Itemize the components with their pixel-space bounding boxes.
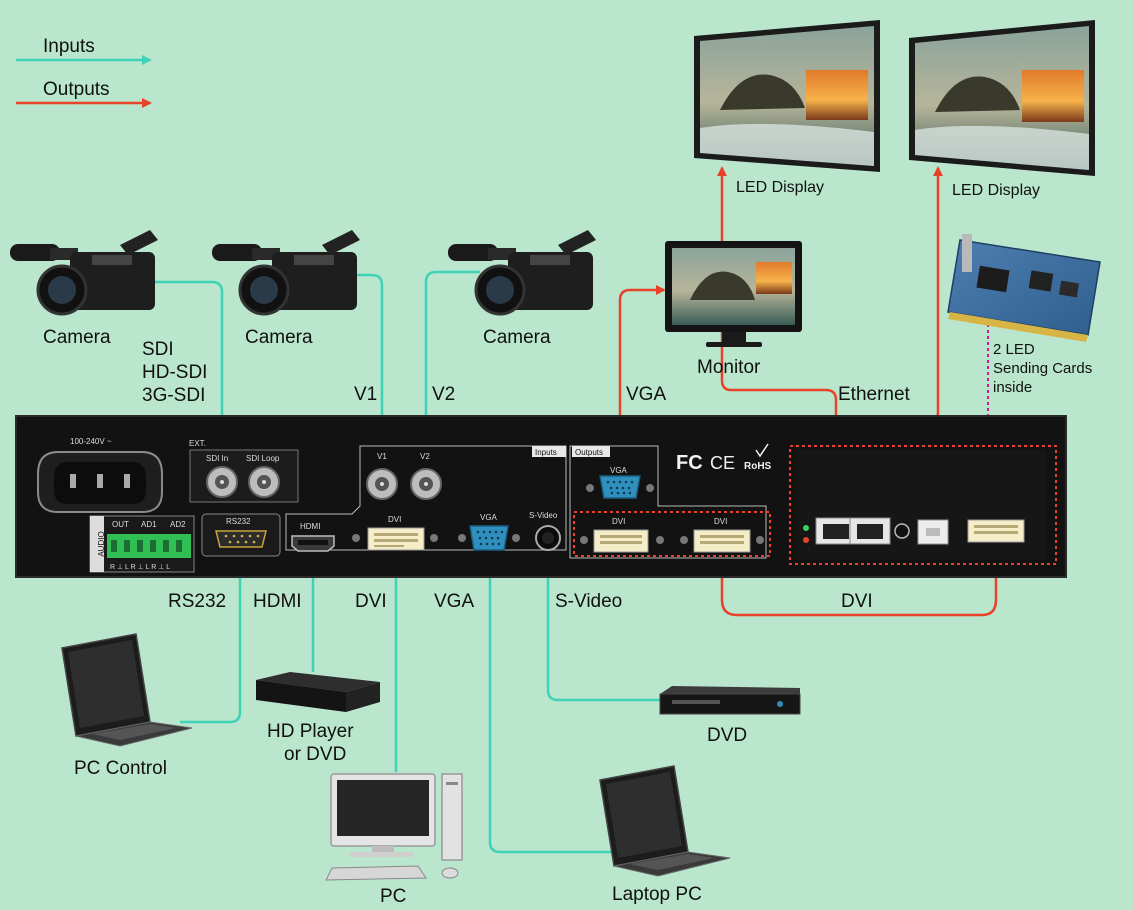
- pc-control-laptop: [61, 633, 193, 747]
- hd-player-label: HD Player or DVD: [267, 721, 359, 765]
- rs232-port[interactable]: [215, 530, 267, 548]
- svideo-port-label: S-Video: [529, 511, 558, 520]
- camera-3-label: Camera: [483, 327, 551, 348]
- legend-inputs-label: Inputs: [43, 36, 95, 57]
- audio-pin-labels: R ⊥ L R ⊥ L R ⊥ L: [110, 564, 170, 571]
- vga-out-port-label: VGA: [610, 466, 628, 475]
- svideo-signal-label: S-Video: [555, 591, 622, 612]
- camera-1: [10, 230, 158, 316]
- camera-3: [448, 230, 596, 316]
- input-connections: [152, 270, 660, 854]
- rs232-port-label: RS232: [226, 517, 251, 526]
- pc-label: PC: [380, 886, 406, 907]
- sdi-loop-label: SDI Loop: [246, 454, 280, 463]
- dvi-in-signal-label: DVI: [355, 591, 387, 612]
- vga-out-port[interactable]: [599, 475, 641, 499]
- ce-mark: CE: [710, 453, 735, 473]
- vga-out-signal-label: VGA: [626, 384, 666, 405]
- legend-outputs-label: Outputs: [43, 79, 110, 100]
- led-display-1: [694, 20, 880, 172]
- laptop-pc-label: Laptop PC: [612, 884, 702, 905]
- audio-ad1-label: AD1: [141, 520, 157, 529]
- vga-in-port[interactable]: [469, 525, 509, 551]
- vga-in-line: [485, 550, 612, 854]
- monitor-label: Monitor: [697, 357, 761, 378]
- power-label: 100-240V ~: [70, 437, 112, 446]
- sdi-signal-label: SDI HD-SDI 3G-SDI: [142, 339, 213, 406]
- dvi-out-1-port-label: DVI: [612, 517, 625, 526]
- ext-label: EXT.: [189, 439, 206, 448]
- dvi-out-line: [720, 556, 1001, 617]
- v1-line: [350, 273, 387, 446]
- hdmi-signal-label: HDMI: [253, 591, 302, 612]
- svideo-line: [543, 550, 660, 702]
- sending-card: [947, 234, 1101, 342]
- processor-rear-panel: 100-240V ~ EXT. SDI In SDI Loop AUDIO OU…: [15, 415, 1067, 578]
- audio-label: AUDIO: [97, 531, 106, 556]
- dvd-device: [659, 686, 801, 715]
- monitor-device: [665, 241, 802, 347]
- rohs-check-icon: [755, 443, 769, 458]
- v1-signal-label: V1: [354, 384, 377, 405]
- camera-1-label: Camera: [43, 327, 111, 348]
- ethernet-signal-label: Ethernet: [838, 384, 911, 405]
- v2-signal-label: V2: [432, 384, 455, 405]
- rs232-line: [180, 548, 245, 724]
- dvd-label: DVD: [707, 725, 747, 746]
- audio-out-label: OUT: [112, 520, 129, 529]
- pc-control-label: PC Control: [74, 758, 167, 779]
- hdmi-port-label: HDMI: [300, 522, 320, 531]
- rohs-mark: RoHS: [744, 461, 772, 472]
- rs232-signal-label: RS232: [168, 591, 226, 612]
- dvi-out-signal-label: DVI: [841, 591, 873, 612]
- led-display-2: [909, 20, 1095, 176]
- camera-2: [212, 230, 360, 316]
- sdi-in-label: SDI In: [206, 454, 228, 463]
- dvi-in-port-label: DVI: [388, 515, 401, 524]
- legend: Inputs Outputs: [16, 36, 152, 108]
- led-display-1-label: LED Display: [736, 179, 824, 196]
- dvi-outputs-group: [573, 511, 771, 557]
- pc-device: [325, 773, 463, 881]
- v1-port-label: V1: [377, 452, 387, 461]
- sdi-line: [152, 280, 227, 448]
- sending-cards-label: 2 LED Sending Cards inside: [993, 341, 1096, 396]
- hd-player-device: [256, 672, 380, 712]
- v2-port-label: V2: [420, 452, 430, 461]
- led1-line: [717, 166, 838, 516]
- camera-2-label: Camera: [245, 327, 313, 348]
- vga-in-signal-label: VGA: [434, 591, 474, 612]
- vga-out-line: [618, 285, 666, 472]
- fc-mark: FC: [676, 452, 703, 474]
- v2-line: [421, 270, 480, 446]
- led-display-2-label: LED Display: [952, 182, 1040, 199]
- inputs-section-label: Inputs: [535, 448, 557, 457]
- laptop-pc-device: [599, 765, 731, 877]
- dvi-out-2-port-label: DVI: [714, 517, 727, 526]
- vga-in-port-label: VGA: [480, 513, 498, 522]
- sending-card-slot-group: [789, 445, 1057, 565]
- outputs-section-label: Outputs: [575, 448, 603, 457]
- audio-ad2-label: AD2: [170, 520, 186, 529]
